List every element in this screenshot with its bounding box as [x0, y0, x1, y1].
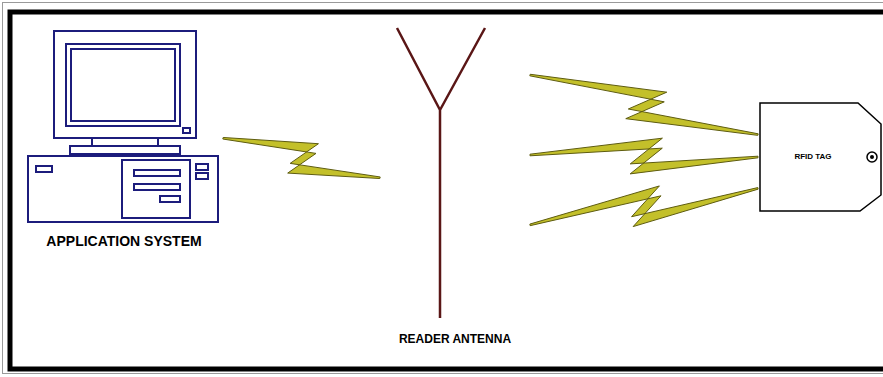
node-label: RFID TAG	[758, 153, 868, 162]
power-button	[183, 128, 190, 133]
drive-slot	[160, 196, 180, 202]
power-led	[36, 166, 52, 172]
monitor-case	[54, 31, 196, 138]
border-frame	[10, 12, 883, 369]
edge-group	[530, 74, 758, 135]
floppy-slot	[134, 170, 180, 176]
tag-node: RFID TAG	[758, 101, 883, 213]
drive-light	[196, 173, 208, 179]
drive-slot	[134, 184, 180, 190]
tag-hole	[867, 152, 877, 162]
outer-frame	[3, 3, 883, 374]
edge-group	[530, 186, 758, 227]
tag-hole-center	[870, 155, 874, 159]
edge-group	[530, 138, 758, 174]
antenna-node: READER ANTENNA	[380, 25, 530, 350]
node-label: APPLICATION SYSTEM	[25, 234, 223, 249]
drive-bay	[122, 160, 190, 218]
monitor-screen	[71, 49, 175, 121]
edge-group	[223, 137, 380, 178]
lightning-connector	[223, 137, 380, 178]
lightning-connector	[530, 138, 758, 174]
antenna-symbol	[397, 28, 485, 318]
monitor-neck	[92, 138, 158, 146]
computer-node: APPLICATION SYSTEM	[25, 28, 223, 253]
monitor-bezel	[66, 44, 180, 126]
lightning-connector	[530, 186, 758, 227]
monitor-base	[70, 146, 180, 154]
node-shape	[25, 28, 223, 253]
drive-light	[196, 164, 208, 170]
node-label: READER ANTENNA	[380, 333, 530, 346]
node-shape	[380, 25, 530, 350]
lightning-connector	[530, 74, 758, 135]
system-unit	[28, 156, 218, 222]
